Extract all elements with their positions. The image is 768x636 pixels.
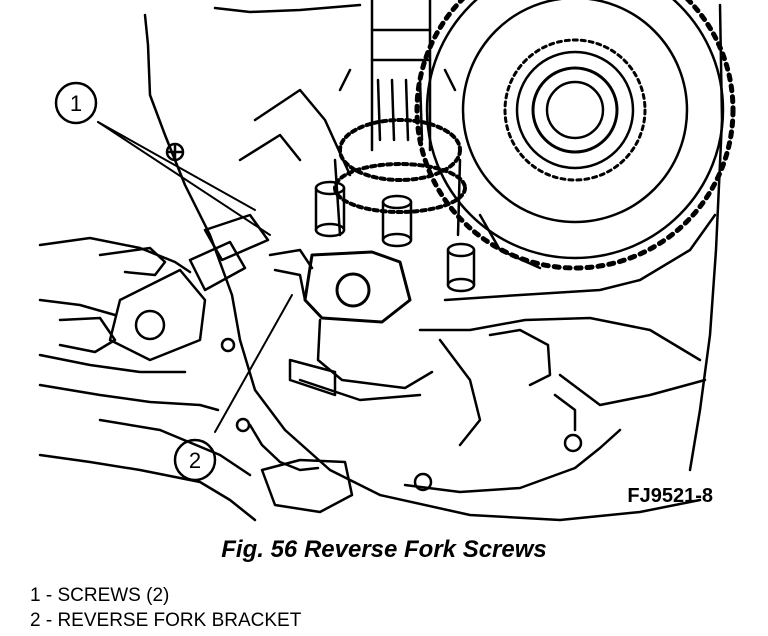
hand bbox=[38, 236, 257, 522]
large-gear bbox=[414, 0, 736, 271]
callout-1-label: 1 bbox=[70, 91, 82, 116]
screwdriver-tool bbox=[108, 213, 270, 362]
callout-1: 1 bbox=[54, 81, 98, 125]
callout-2: 2 bbox=[173, 438, 217, 482]
callout-2-label: 2 bbox=[189, 448, 201, 473]
callout-leaders bbox=[97, 121, 293, 433]
figure-code: FJ9521-8 bbox=[627, 485, 713, 507]
legend-item: 1 - SCREWS (2) bbox=[30, 585, 170, 606]
shift-rails bbox=[238, 88, 476, 293]
figure-caption: Fig. 56 Reverse Fork Screws bbox=[221, 536, 547, 563]
transmission-illustration: 1 2 FJ9521-8 bbox=[38, 0, 736, 522]
legend: 1 - SCREWS (2) 2 - REVERSE FORK BRACKET bbox=[30, 583, 301, 633]
reverse-fork-bracket bbox=[268, 248, 434, 402]
transmission-case bbox=[143, 3, 724, 522]
lower-housing bbox=[260, 328, 707, 514]
screw-head bbox=[165, 142, 185, 162]
legend-item: 2 - REVERSE FORK BRACKET bbox=[30, 610, 302, 631]
